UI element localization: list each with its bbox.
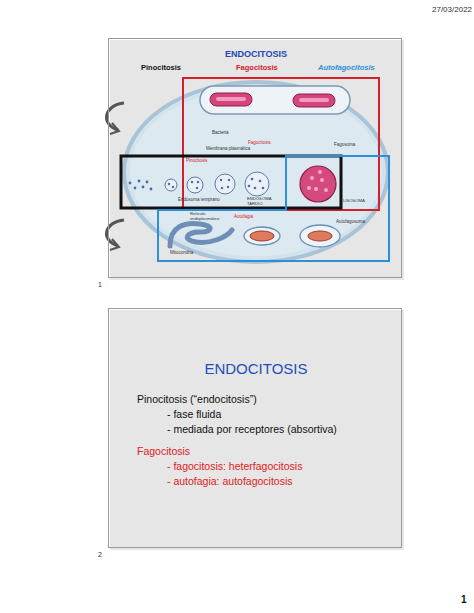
- list-item: - mediada por receptores (absortiva): [167, 424, 337, 436]
- slide-shadow: [110, 40, 404, 550]
- lysosome-part: [320, 178, 324, 182]
- lysosome-part: [318, 170, 322, 174]
- highlight-boxes-part: [183, 78, 379, 210]
- pinocytosis-vesicles-part: [251, 178, 254, 181]
- slide-frame: ENDOCITOSIS: [108, 38, 402, 278]
- phagosome-part: [299, 98, 329, 102]
- pinocytosis-vesicles-part: [196, 187, 198, 189]
- cell-part: [124, 82, 388, 262]
- curved-arrows: [107, 103, 124, 250]
- pinocytosis-vesicles-part: [254, 187, 257, 190]
- highlight-boxes-part: [121, 156, 341, 208]
- date: 27/03/2022: [432, 6, 472, 15]
- curved-arrows-part: [110, 123, 119, 134]
- pinocytosis-vesicles-part: [262, 187, 265, 190]
- pinocytosis-vesicles-part: [215, 174, 235, 194]
- lysosome-part: [324, 188, 328, 192]
- slide-number: 2: [98, 551, 102, 559]
- phagosome-part: [210, 93, 252, 106]
- pinocytosis-vesicles-part: [165, 179, 177, 191]
- list-item: Pinocitosis (“endocitosis”): [137, 394, 257, 406]
- slide-frame: ENDOCITOSIS Pinocitosis (“endocitosis”) - …: [108, 308, 402, 548]
- lysosome-part: [314, 187, 318, 191]
- column-heading: Fagocitosis: [236, 64, 278, 72]
- part-label: ENDOSOMA TARDÍO: [247, 197, 271, 206]
- phagosome-part: [200, 86, 350, 114]
- lysosome-part: [300, 166, 336, 202]
- pinocytosis-vesicles-part: [187, 177, 203, 193]
- lysosome: [300, 166, 336, 202]
- highlight-boxes-part: [158, 156, 389, 261]
- cell: [124, 82, 388, 262]
- page-number: 1: [461, 594, 467, 605]
- pinocytosis-vesicles-part: [259, 180, 262, 183]
- slide-title: ENDOCITOSIS: [109, 361, 403, 378]
- pinocytosis-vesicles-part: [245, 172, 269, 196]
- mitochondria-part: [308, 231, 332, 241]
- pinocytosis-vesicles-part: [227, 186, 229, 188]
- part-label: Pinocitosis: [186, 159, 208, 164]
- pinocytosis-vesicles-part: [168, 183, 170, 185]
- part-label: Fagosoma: [334, 143, 355, 148]
- lysosome-part: [310, 176, 314, 180]
- pinocytosis-vesicles-part: [220, 179, 222, 181]
- part-label: Bacteria: [212, 131, 229, 136]
- list-item: - autofagia: autofagocitosis: [167, 476, 293, 488]
- mitochondria-part: [244, 227, 280, 245]
- mitochondria-part: [300, 225, 340, 247]
- pinocytosis-vesicles-part: [150, 188, 153, 191]
- part-label: Mitocondria: [170, 251, 193, 256]
- part-label: Autofagia: [234, 215, 253, 220]
- pinocytosis-vesicles-part: [172, 186, 174, 188]
- mitochondria-part: [250, 231, 274, 241]
- slide-title: ENDOCITOSIS: [109, 50, 403, 60]
- part-label: Autofagosoma: [336, 220, 365, 225]
- pinocytosis-vesicles-part: [221, 187, 223, 189]
- list-item: Fagocitosis: [137, 446, 190, 458]
- column-heading: Autofagocitosis: [318, 64, 375, 72]
- part-label: Fagocitosis: [248, 141, 271, 146]
- list-item: - fagocitosis: heterfagocitosis: [167, 461, 302, 473]
- mitochondria: [244, 225, 340, 247]
- pinocytosis-vesicles-part: [134, 187, 137, 190]
- lysosome-part: [307, 186, 311, 190]
- part-label: Retículo endoplasmático: [190, 212, 228, 221]
- phagosome: [200, 86, 350, 114]
- pinocytosis-vesicles-part: [129, 182, 132, 185]
- slide-shadow-part: [110, 310, 404, 550]
- highlight-boxes: [121, 78, 389, 261]
- curved-arrows-part: [110, 239, 119, 250]
- pinocytosis-vesicles-part: [191, 181, 193, 183]
- pinocytosis-vesicles-part: [138, 180, 141, 183]
- reticulum: [170, 224, 232, 246]
- phagosome-part: [293, 94, 335, 107]
- pinocytosis-vesicles-part: [197, 181, 199, 183]
- slide-number: 1: [98, 281, 102, 289]
- pinocytosis-vesicles-part: [146, 181, 149, 184]
- pinocytosis-vesicles-part: [142, 186, 145, 189]
- phagosome-part: [216, 97, 246, 101]
- column-heading: Pinocitosis: [141, 64, 181, 72]
- pinocytosis-vesicles: [129, 172, 269, 196]
- list-item: - fase fluida: [167, 409, 221, 421]
- part-label: LISOSOMA: [343, 199, 365, 204]
- pinocytosis-vesicles-part: [248, 185, 251, 188]
- slide-shadow-part: [110, 40, 404, 280]
- pinocytosis-vesicles-part: [228, 179, 230, 181]
- part-label: Membrana plasmática: [206, 147, 250, 152]
- reticulum-part: [170, 224, 232, 246]
- part-label: Endosoma temprano: [178, 198, 220, 203]
